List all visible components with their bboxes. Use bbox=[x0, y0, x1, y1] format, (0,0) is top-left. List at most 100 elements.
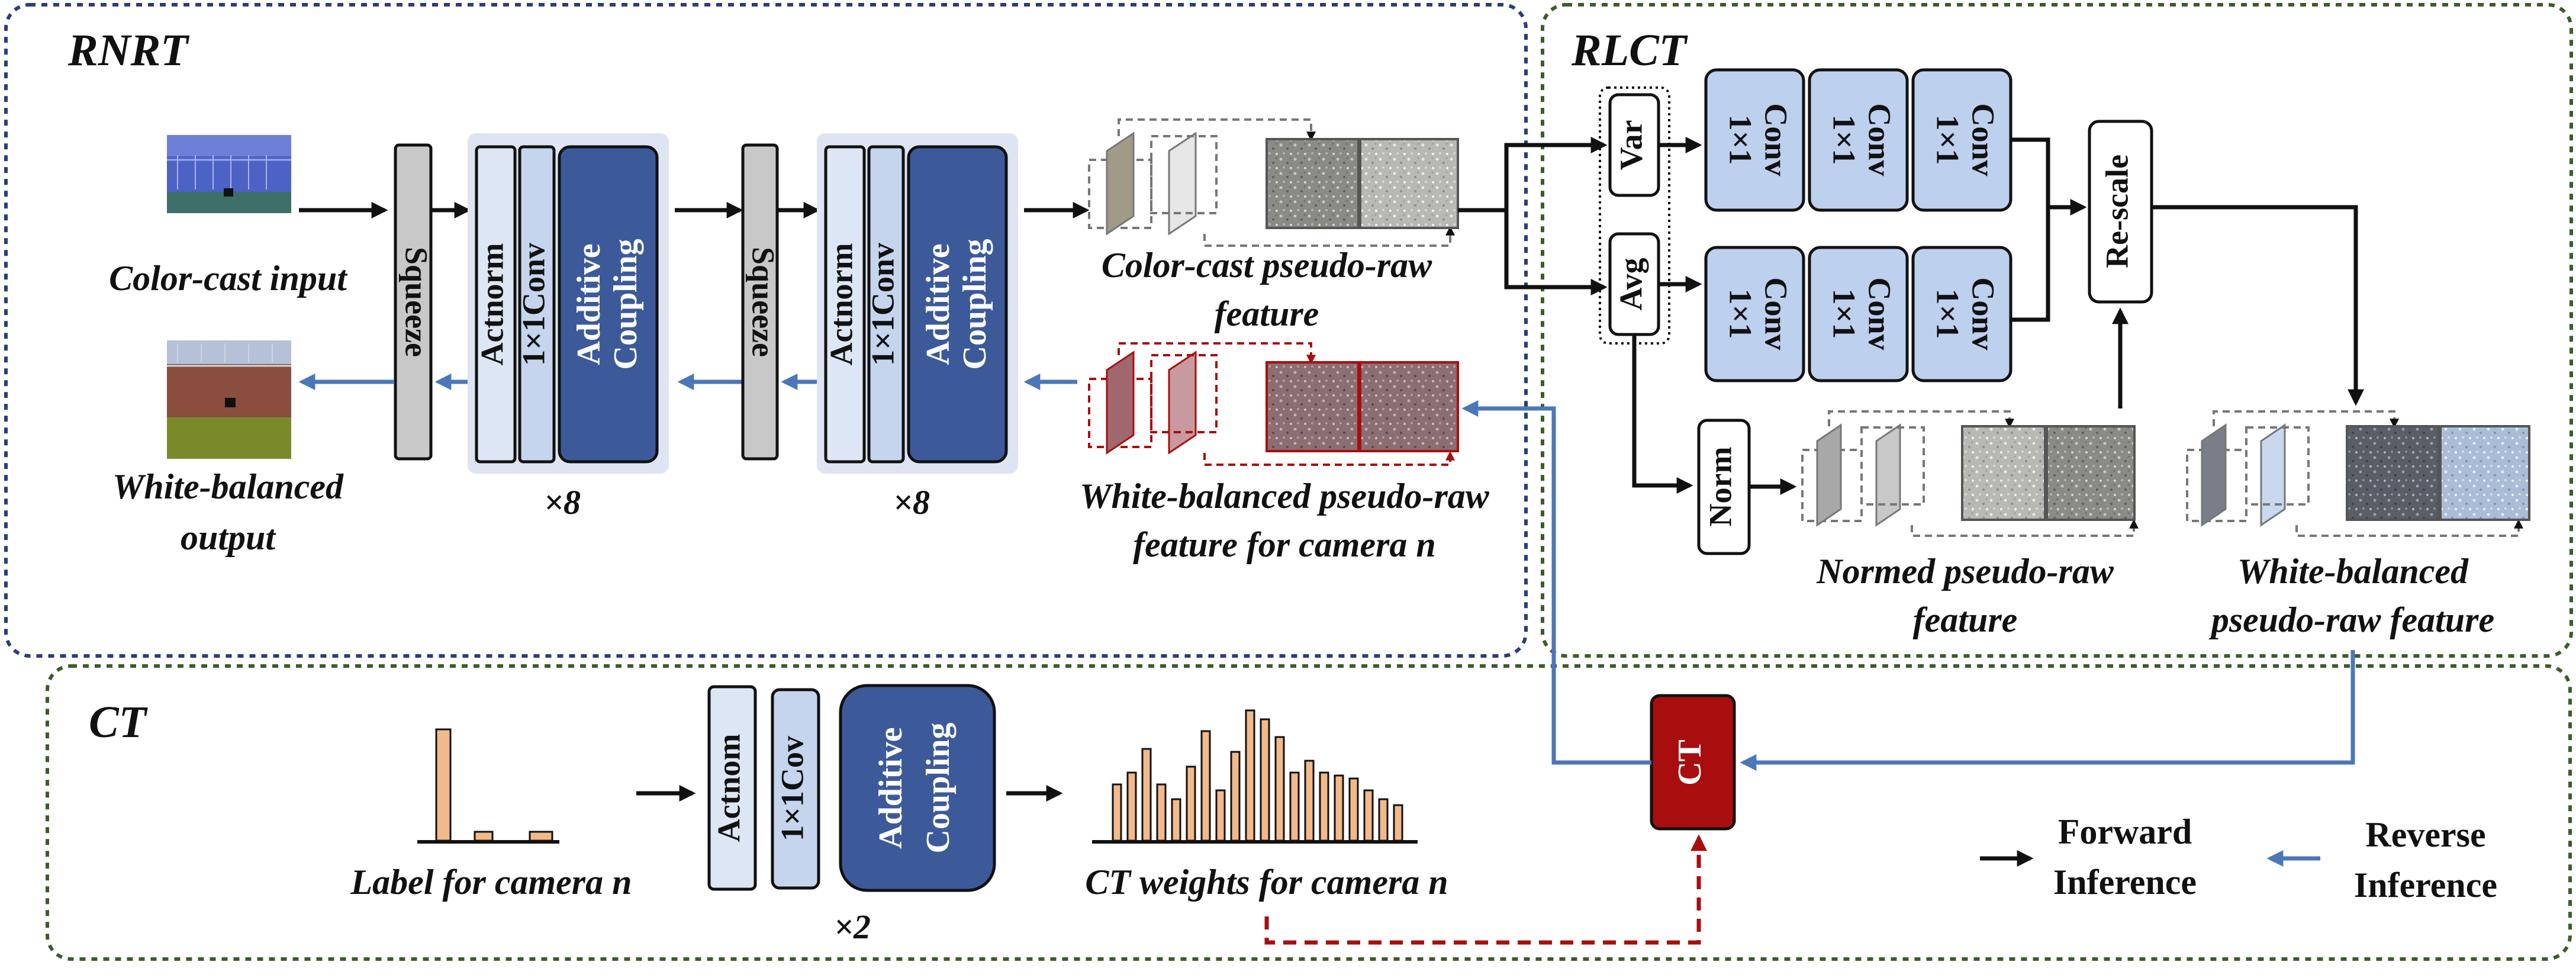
svg-text:Var: Var bbox=[1613, 120, 1648, 170]
arrow-rescale-wbfeature bbox=[2152, 205, 2364, 406]
svg-text:Conv: Conv bbox=[1966, 277, 2001, 350]
rnrt-frame bbox=[4, 3, 1528, 658]
caption-wb-output-2: output bbox=[181, 518, 276, 557]
svg-text:1×1: 1×1 bbox=[1723, 115, 1759, 165]
ct-weight-bar bbox=[1112, 783, 1122, 842]
ct-weight-bar bbox=[1393, 804, 1403, 842]
squeeze-block-1: Squeeze bbox=[394, 143, 434, 461]
ct-weight-bar bbox=[1230, 751, 1241, 842]
repeat-rnrt-2: ×8 bbox=[893, 483, 930, 522]
white-balanced-output-image bbox=[167, 340, 291, 459]
ct-weight-bar bbox=[1378, 798, 1389, 842]
legend-reverse-2: Inference bbox=[2354, 866, 2497, 905]
svg-text:1×1Cov: 1×1Cov bbox=[774, 736, 810, 841]
rescale-block: Re-scale bbox=[2088, 120, 2153, 304]
svg-text:Coupling: Coupling bbox=[957, 239, 993, 370]
ct-weight-bar bbox=[1215, 789, 1226, 842]
label-bar-1 bbox=[435, 728, 452, 842]
svg-text:Coupling: Coupling bbox=[920, 723, 957, 854]
var-block: Var bbox=[1608, 93, 1660, 197]
svg-text:Conv: Conv bbox=[1862, 277, 1898, 350]
arrow-feature-var bbox=[1458, 137, 1608, 213]
rlct-title: RLCT bbox=[1571, 25, 1688, 75]
ct-weight-bar bbox=[1260, 718, 1270, 842]
flow-step-1: Actnorm 1×1Conv Additive Coupling bbox=[468, 133, 669, 474]
svg-text:Additive: Additive bbox=[872, 727, 909, 848]
ct-weight-bar bbox=[1126, 771, 1137, 842]
rlct-frame bbox=[1541, 3, 2573, 658]
caption-color-cast-feature-1: Color-cast pseudo-raw bbox=[1102, 246, 1432, 285]
caption-color-cast-input: Color-cast input bbox=[109, 259, 348, 298]
svg-text:Actnom: Actnom bbox=[711, 734, 746, 842]
conv-var-2: 1×1 Conv bbox=[1808, 68, 1909, 212]
ct-flow-block: Actnom 1×1Cov Additive Coupling bbox=[707, 684, 996, 892]
ct-weight-bar bbox=[1274, 736, 1285, 842]
repeat-rnrt-1: ×8 bbox=[544, 483, 581, 522]
caption-wb-feature-2: pseudo-raw feature bbox=[2208, 600, 2494, 639]
normed-feature-stack bbox=[1801, 410, 2139, 537]
color-cast-input-image bbox=[167, 135, 291, 213]
label-bar-3 bbox=[529, 831, 553, 842]
svg-text:Squeeze: Squeeze bbox=[399, 247, 434, 357]
ct-weight-bar bbox=[1171, 798, 1181, 842]
color-cast-feature-stack bbox=[1088, 118, 1459, 247]
label-bar-2 bbox=[474, 831, 494, 842]
camera-label-chart bbox=[417, 728, 559, 844]
caption-ct-weights: CT weights for camera n bbox=[1085, 863, 1448, 902]
svg-text:Re-scale: Re-scale bbox=[2099, 155, 2134, 268]
avg-block: Avg bbox=[1608, 232, 1660, 336]
ct-weight-bar bbox=[1156, 783, 1167, 842]
ct-weight-bar bbox=[1200, 730, 1211, 842]
rnrt-title: RNRT bbox=[67, 25, 189, 75]
wb-feature-stack bbox=[2186, 410, 2530, 537]
ct-weight-bar bbox=[1304, 760, 1315, 842]
svg-text:Conv: Conv bbox=[1862, 103, 1898, 176]
svg-text:Squeeze: Squeeze bbox=[746, 247, 781, 357]
caption-normed-feature-1: Normed pseudo-raw bbox=[1816, 552, 2114, 591]
svg-text:1×1: 1×1 bbox=[1827, 115, 1862, 165]
svg-text:Norm: Norm bbox=[1702, 447, 1738, 527]
legend-forward-1: Forward bbox=[2058, 812, 2192, 851]
arrow-avg-norm bbox=[1632, 334, 1693, 494]
repeat-ct: ×2 bbox=[834, 908, 871, 946]
conv-var-3: 1×1 Conv bbox=[1911, 68, 2012, 212]
merge-conv-outputs bbox=[2011, 137, 2050, 322]
arrow-feature-avg bbox=[1504, 210, 1608, 295]
ct-weight-bar bbox=[1363, 789, 1374, 842]
svg-text:1×1: 1×1 bbox=[1827, 289, 1862, 339]
arrow-weights-ct bbox=[1264, 834, 1707, 945]
caption-normed-feature-2: feature bbox=[1913, 600, 2018, 639]
ct-weight-bar bbox=[1141, 748, 1152, 842]
svg-text:Conv: Conv bbox=[1759, 103, 1794, 176]
ct-block: CT bbox=[1650, 694, 1736, 831]
caption-label-camera: Label for camera n bbox=[350, 863, 632, 902]
ct-weight-bar bbox=[1289, 771, 1300, 842]
svg-text:Additive: Additive bbox=[571, 243, 607, 365]
svg-text:CT: CT bbox=[1672, 739, 1708, 786]
svg-text:Actnorm: Actnorm bbox=[823, 243, 859, 366]
wb-feature-camera-stack bbox=[1088, 342, 1459, 466]
svg-text:Coupling: Coupling bbox=[607, 239, 644, 370]
ct-weight-bar bbox=[1334, 774, 1344, 842]
svg-text:Additive: Additive bbox=[920, 243, 957, 365]
svg-text:Conv: Conv bbox=[1966, 103, 2001, 176]
svg-text:1×1Conv: 1×1Conv bbox=[865, 243, 900, 366]
ct-title: CT bbox=[89, 697, 148, 747]
conv-var-1: 1×1 Conv bbox=[1704, 68, 1805, 212]
arrow-wbfeature-ct bbox=[1740, 650, 2355, 771]
arrow-ct-wbcamera bbox=[1461, 400, 1651, 765]
svg-text:1×1: 1×1 bbox=[1723, 289, 1759, 339]
caption-wb-output-1: White-balanced bbox=[112, 467, 344, 506]
conv-avg-1: 1×1 Conv bbox=[1704, 246, 1805, 382]
svg-text:1×1: 1×1 bbox=[1930, 289, 1966, 339]
ct-weight-bar bbox=[1186, 765, 1196, 842]
svg-text:Avg: Avg bbox=[1613, 258, 1648, 311]
caption-wb-feature-1: White-balanced bbox=[2237, 552, 2469, 591]
conv-avg-2: 1×1 Conv bbox=[1808, 246, 1909, 382]
ct-weight-bar bbox=[1245, 709, 1255, 842]
svg-text:Actnorm: Actnorm bbox=[474, 243, 510, 366]
squeeze-block-2: Squeeze bbox=[741, 143, 781, 461]
norm-block: Norm bbox=[1697, 419, 1751, 555]
svg-text:Conv: Conv bbox=[1759, 277, 1794, 350]
